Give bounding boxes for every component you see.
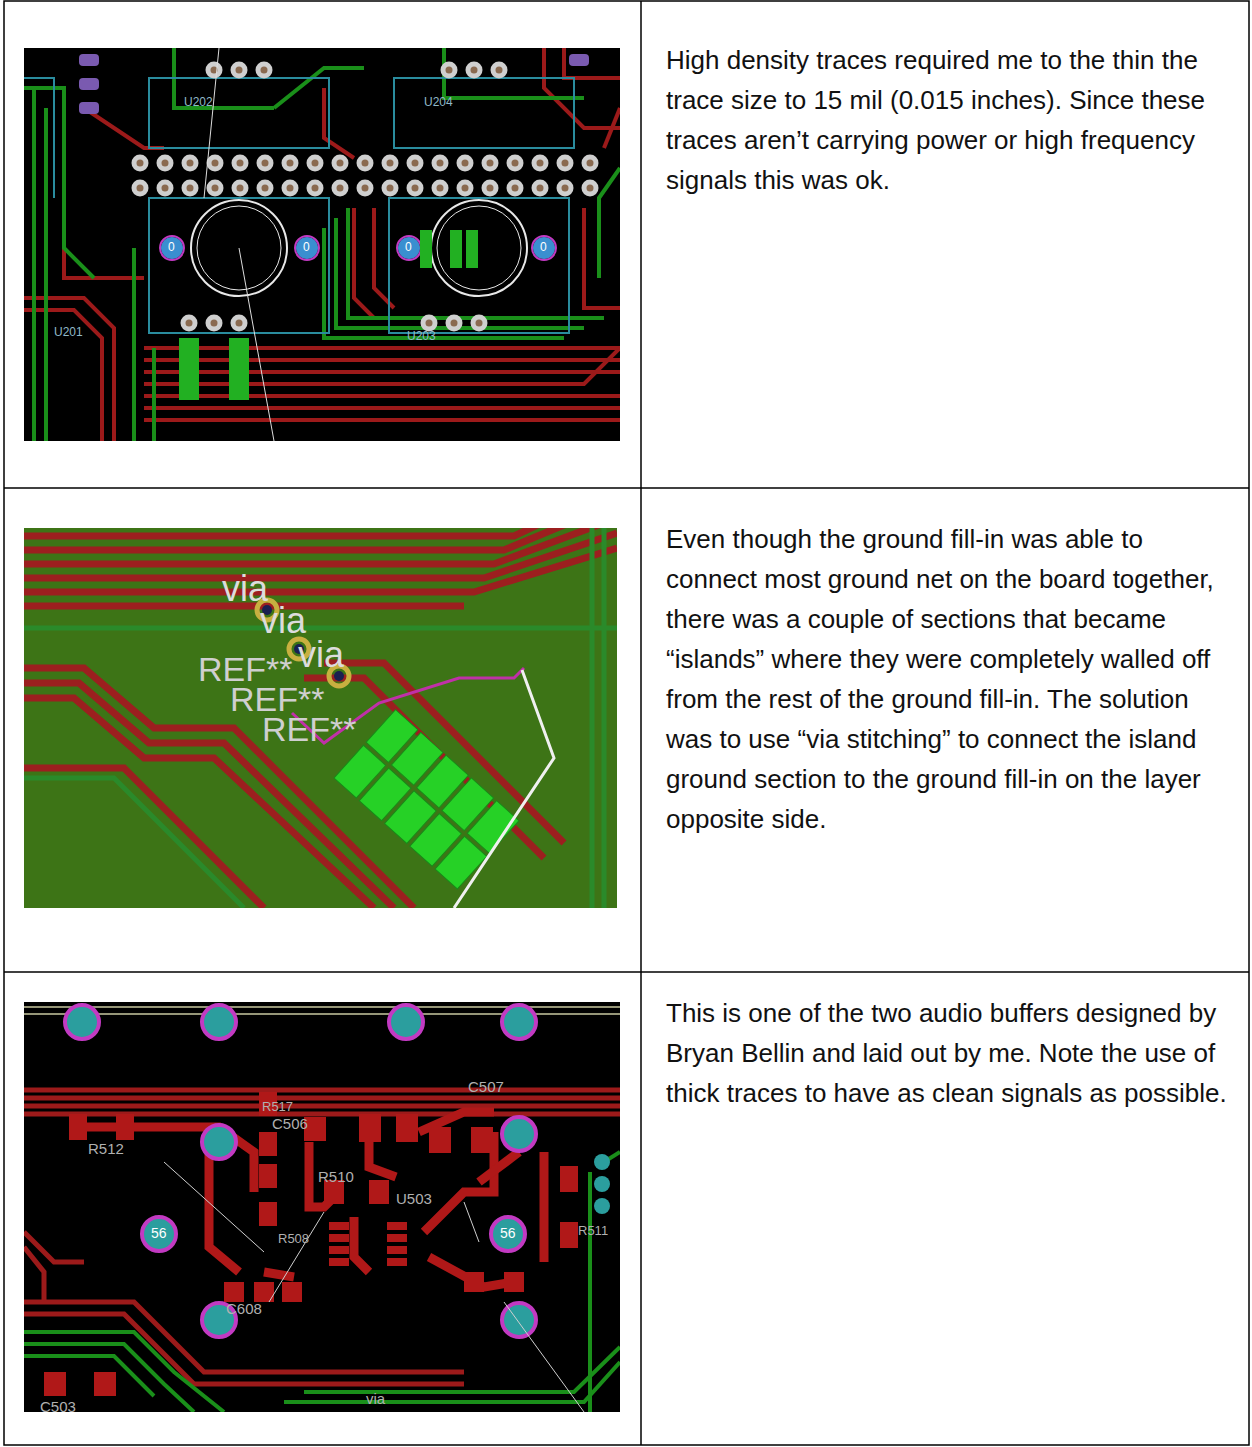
part-designator: U204 bbox=[424, 96, 453, 110]
pad-number: 0 bbox=[405, 241, 412, 255]
pad-number: 56 bbox=[151, 1225, 167, 1241]
table-grid bbox=[4, 1, 1249, 1445]
pcb-screenshot bbox=[24, 528, 617, 908]
part-designator: R517 bbox=[262, 1100, 293, 1115]
part-designator: U503 bbox=[396, 1190, 432, 1207]
part-designator: U202 bbox=[184, 96, 213, 110]
reference-label: REF** bbox=[262, 710, 356, 749]
via-label: via bbox=[298, 634, 344, 675]
via-label: via bbox=[366, 1390, 385, 1407]
part-designator: R510 bbox=[318, 1168, 354, 1185]
pcb-screenshot bbox=[24, 1002, 620, 1412]
pcb-screenshot bbox=[24, 48, 620, 441]
pad-number: 56 bbox=[500, 1225, 516, 1241]
part-designator: U203 bbox=[407, 330, 436, 344]
part-designator: R511 bbox=[578, 1224, 608, 1239]
pad-number: 0 bbox=[303, 241, 310, 255]
part-designator: C507 bbox=[468, 1078, 504, 1095]
part-designator: R512 bbox=[88, 1140, 124, 1157]
body-paragraph: Even though the ground fill-in was able … bbox=[666, 519, 1236, 839]
part-designator: C608 bbox=[226, 1300, 262, 1317]
part-designator: R508 bbox=[278, 1232, 309, 1247]
pad-number: 0 bbox=[168, 241, 175, 255]
part-designator: C503 bbox=[40, 1398, 76, 1415]
pad-number: 0 bbox=[540, 241, 547, 255]
part-designator: U201 bbox=[54, 326, 83, 340]
body-paragraph: High density traces required me to the t… bbox=[666, 40, 1236, 200]
body-paragraph: This is one of the two audio buffers des… bbox=[666, 993, 1236, 1113]
part-designator: C506 bbox=[272, 1115, 308, 1132]
